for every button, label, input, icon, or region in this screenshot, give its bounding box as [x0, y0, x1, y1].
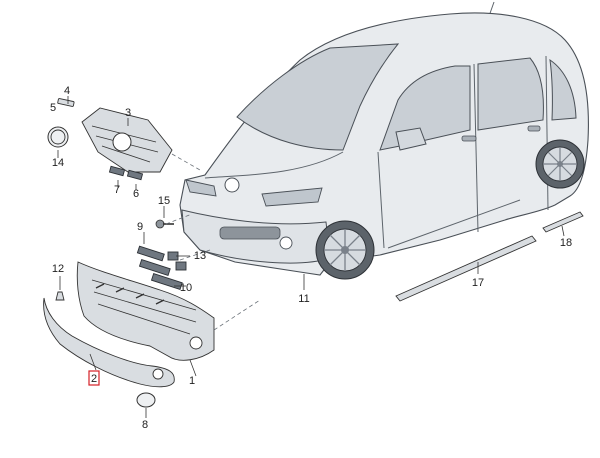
hood-line — [204, 151, 344, 179]
callout-17: 17 — [472, 277, 484, 289]
callout-12: 12 — [52, 263, 64, 275]
callout-1: 1 — [189, 375, 195, 387]
bumper-cover — [76, 261, 215, 361]
windshield — [236, 43, 400, 151]
sill-trim-strip — [395, 235, 537, 302]
bracket-13a — [138, 258, 171, 277]
lower-bumper-trim — [43, 297, 175, 388]
callout-18: 18 — [560, 237, 572, 249]
callout-9: 9 — [137, 221, 143, 233]
callout-7: 7 — [114, 184, 120, 196]
clip-13c — [175, 261, 187, 271]
rear-wheel — [535, 139, 585, 189]
car-badge — [224, 177, 240, 193]
rear-side-window — [477, 57, 544, 131]
headlight-right — [261, 187, 323, 207]
side-mirror — [395, 127, 427, 151]
lower-trim-fog-opening — [152, 368, 164, 380]
callout-14: 14 — [52, 157, 64, 169]
door-line-b-pillar — [473, 63, 479, 233]
bracket-9 — [136, 245, 165, 262]
side-skirt — [387, 199, 521, 249]
car-illustration — [179, 1, 589, 280]
rear-quarter-window — [549, 58, 577, 121]
front-side-window — [379, 65, 471, 151]
clip-strip — [57, 98, 75, 107]
callout-5: 5 — [50, 102, 56, 114]
callout-8: 8 — [142, 419, 148, 431]
car-lower-grille — [219, 226, 281, 240]
rear-trim-strip — [542, 211, 584, 233]
callout-3: 3 — [125, 107, 131, 119]
leader-lines — [57, 96, 565, 418]
callout-6: 6 — [133, 188, 139, 200]
front-door-handle — [461, 135, 477, 142]
callout-13: 13 — [194, 250, 206, 262]
callout-10: 10 — [180, 282, 192, 294]
callout-15: 15 — [158, 195, 170, 207]
fog-light-cover — [136, 392, 156, 408]
front-door-edge — [377, 151, 385, 249]
clip-12 — [55, 291, 65, 301]
retaining-strip-6 — [126, 169, 144, 181]
callout-11: 11 — [298, 293, 309, 305]
radiator-grille-assembly — [81, 107, 173, 173]
bolt — [155, 219, 174, 229]
callout-2: 2 — [91, 373, 97, 385]
vw-emblem — [47, 126, 69, 148]
highlight-box — [88, 370, 100, 386]
car-fog-light — [279, 236, 293, 250]
callout-4: 4 — [64, 85, 70, 97]
rear-door-handle — [527, 125, 541, 132]
headlight-left — [185, 179, 217, 197]
retaining-strip-7 — [108, 165, 126, 177]
front-wheel — [315, 220, 375, 280]
bracket-10 — [150, 272, 183, 291]
